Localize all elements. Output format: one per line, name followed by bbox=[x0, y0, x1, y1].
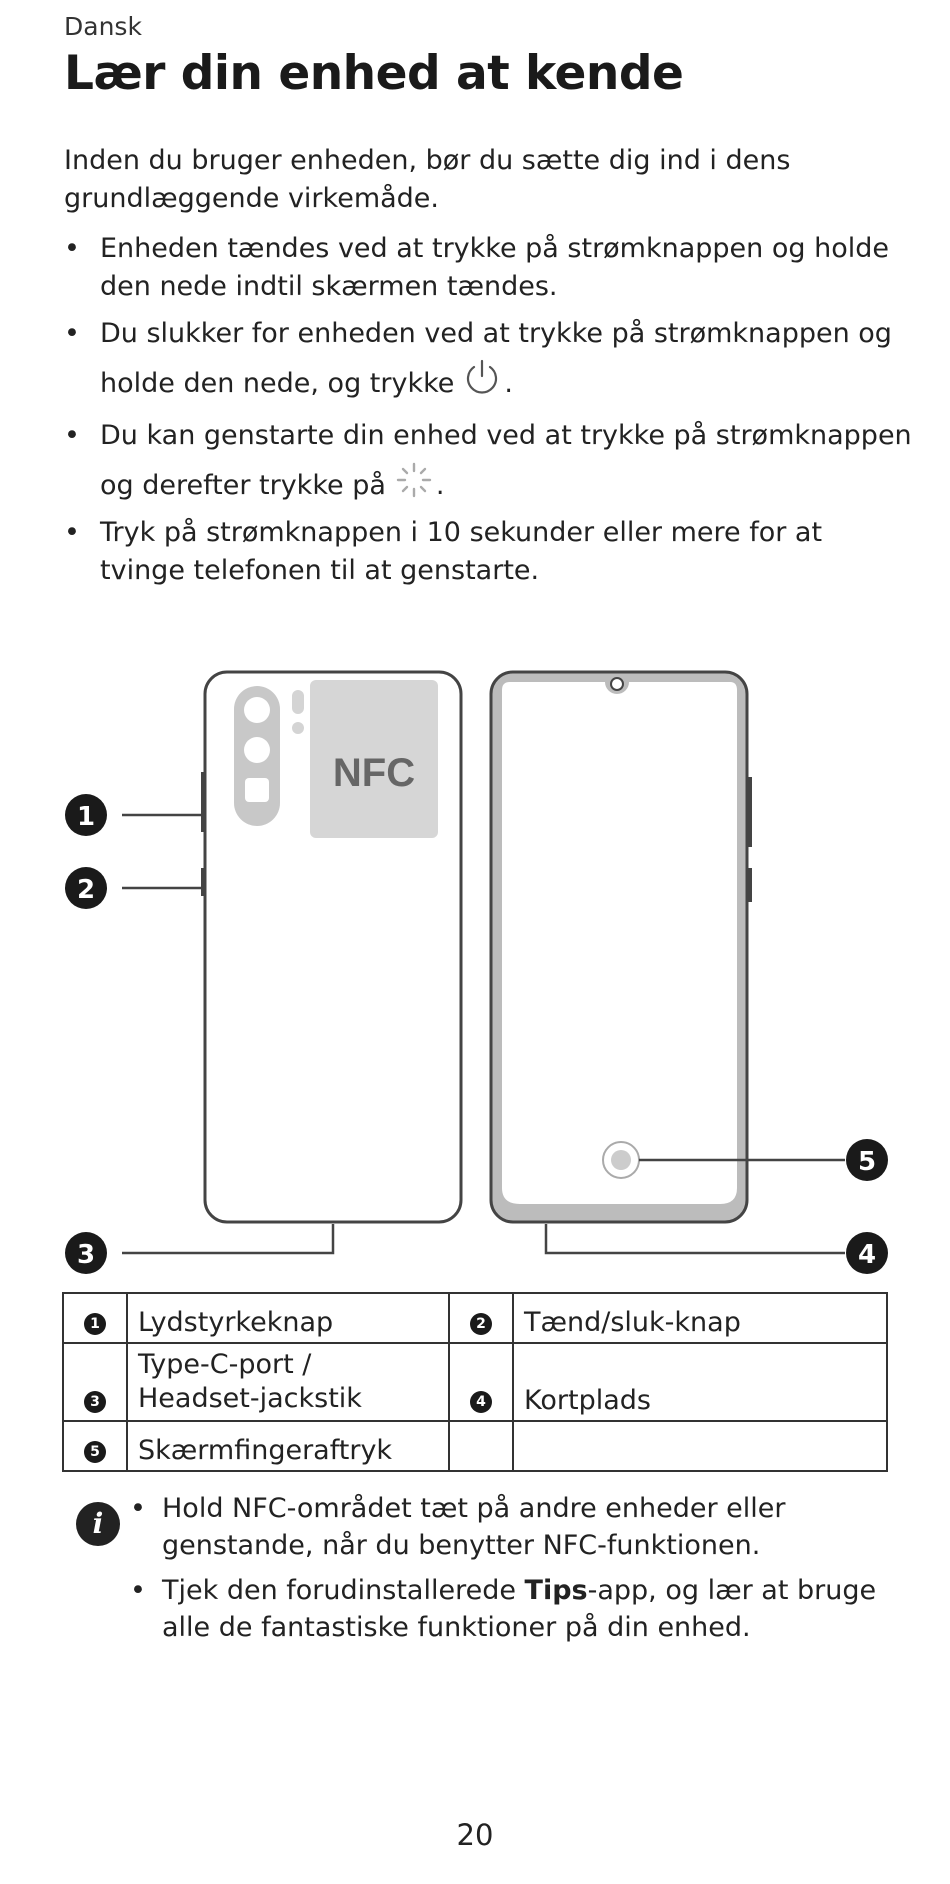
device-diagram: NFC 1 2 3 4 5 bbox=[65, 670, 888, 1274]
svg-text:5: 5 bbox=[858, 1147, 876, 1177]
part-number-badge: 4 bbox=[470, 1390, 492, 1413]
callout-4: 4 bbox=[846, 1232, 888, 1274]
page-number: 20 bbox=[456, 1818, 494, 1852]
list-item: Du kan genstarte din enhed ved at trykke… bbox=[64, 412, 914, 510]
page-title: Lær din enhed at kende bbox=[64, 46, 684, 101]
svg-text:3: 3 bbox=[77, 1240, 95, 1270]
list-item: Tjek den forudinstallerede Tips-app, og … bbox=[130, 1572, 910, 1646]
instruction-list: Enheden tændes ved at trykke på strømkna… bbox=[64, 230, 914, 594]
part-number-badge: 1 bbox=[84, 1312, 106, 1335]
part-label: Lydstyrkeknap bbox=[126, 1292, 450, 1344]
note-box: i Hold NFC-området tæt på andre enheder … bbox=[70, 1490, 910, 1654]
callout-5: 5 bbox=[846, 1139, 888, 1181]
part-number-badge: 3 bbox=[84, 1390, 106, 1413]
svg-text:2: 2 bbox=[77, 875, 95, 905]
list-item: Du slukker for enheden ved at trykke på … bbox=[64, 310, 914, 408]
part-label: Type-C-port / Headset-jackstik bbox=[126, 1342, 450, 1422]
intro-text: Inden du bruger enheden, bør du sætte di… bbox=[64, 145, 791, 214]
fingerprint-sensor-icon bbox=[602, 1141, 640, 1179]
tips-app-name: Tips bbox=[524, 1575, 588, 1606]
power-icon bbox=[467, 359, 498, 394]
svg-text:4: 4 bbox=[858, 1240, 876, 1270]
callout-3: 3 bbox=[65, 1232, 107, 1274]
callout-2: 2 bbox=[65, 867, 107, 909]
svg-text:1: 1 bbox=[77, 802, 95, 832]
list-item: Enheden tændes ved at trykke på strømkna… bbox=[64, 230, 914, 306]
phone-back: NFC bbox=[201, 670, 463, 1224]
restart-icon bbox=[396, 462, 432, 498]
parts-table: 1 Lydstyrkeknap 2 Tænd/sluk-knap 3 Type-… bbox=[62, 1292, 888, 1472]
table-row: 5 Skærmfingeraftryk bbox=[62, 1420, 888, 1472]
part-label: Skærmfingeraftryk bbox=[126, 1420, 450, 1472]
part-label: Tænd/sluk-knap bbox=[512, 1292, 888, 1344]
info-icon: i bbox=[76, 1502, 120, 1546]
part-number-badge: 2 bbox=[470, 1312, 492, 1335]
list-item: Hold NFC-området tæt på andre enheder el… bbox=[130, 1490, 910, 1564]
table-row: 3 Type-C-port / Headset-jackstik 4 Kortp… bbox=[62, 1342, 888, 1422]
note-list: Hold NFC-området tæt på andre enheder el… bbox=[70, 1490, 910, 1646]
table-row: 1 Lydstyrkeknap 2 Tænd/sluk-knap bbox=[62, 1292, 888, 1344]
phone-front bbox=[489, 670, 752, 1224]
nfc-area bbox=[310, 680, 438, 838]
part-number-badge: 5 bbox=[84, 1440, 106, 1463]
callout-1: 1 bbox=[65, 794, 107, 836]
nfc-label: NFC bbox=[333, 751, 415, 795]
camera-module bbox=[234, 686, 304, 826]
list-item: Tryk på strømknappen i 10 sekunder eller… bbox=[64, 514, 914, 590]
part-label: Kortplads bbox=[512, 1342, 888, 1422]
language-label: Dansk bbox=[64, 12, 142, 41]
